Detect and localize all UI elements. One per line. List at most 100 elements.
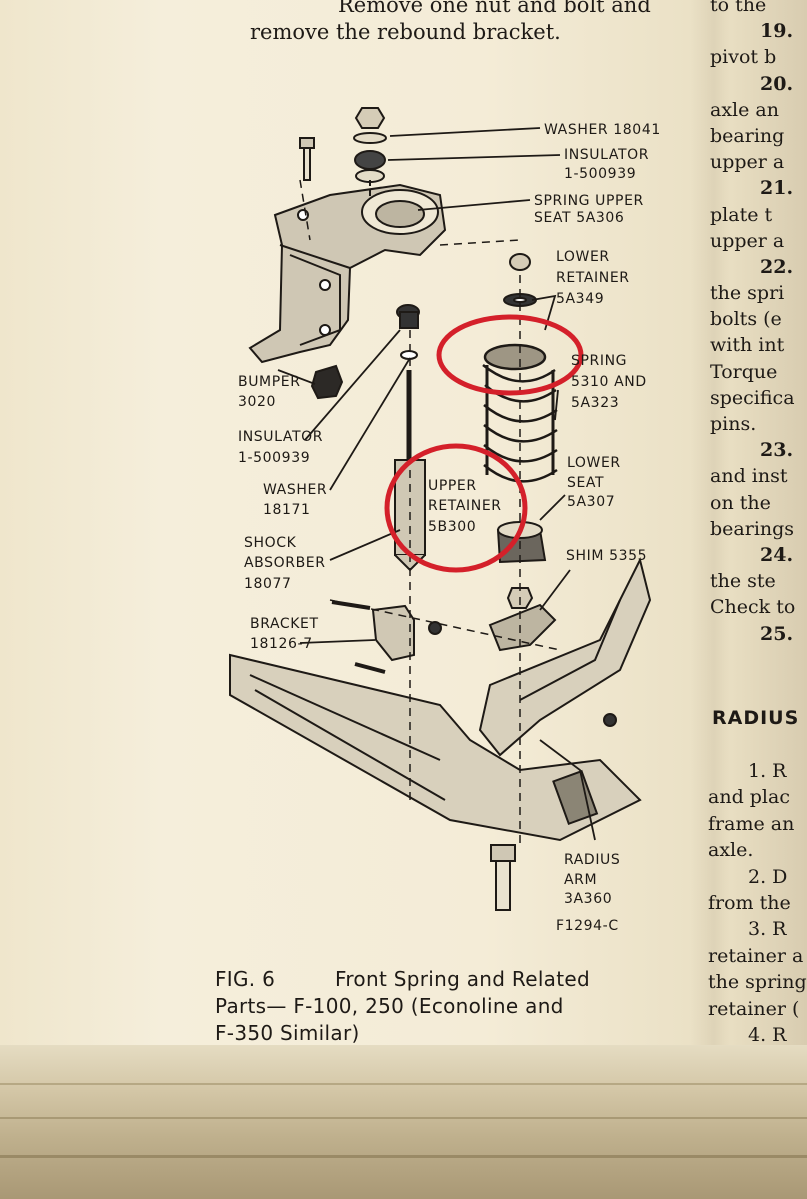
right-column-line-text: bolts (e (710, 308, 782, 331)
right-column-line: 20. (710, 71, 807, 97)
right-column-line-text: bearings (710, 517, 795, 540)
right-column-line: retainer a (708, 944, 804, 967)
right-column-line: 23. (710, 437, 807, 463)
radius-heading: RADIUS (712, 707, 800, 729)
right-column-line: 4. R (748, 1024, 787, 1047)
right-column-line-text: Check to (710, 596, 796, 619)
right-column-line-text: Torque (710, 360, 778, 383)
label-spring-upper-seat-num: SEAT 5A306 (534, 210, 625, 226)
right-column-line: the ste (710, 568, 807, 594)
right-column-line: 22. (710, 254, 807, 280)
right-column-line: axle an (710, 97, 807, 123)
label-lower-seat-num: 5A307 (567, 494, 616, 510)
right-column-line: Torque (710, 359, 807, 385)
caption-line-3: F-350 Similar) (215, 1021, 360, 1045)
right-column-line: bearing (710, 123, 807, 149)
label-insulator-top: INSULATOR (564, 147, 650, 163)
right-column-line: pins. (710, 411, 807, 437)
right-column-line-text: plate t (710, 203, 773, 226)
step-number: 19. (760, 20, 794, 43)
label-radius-arm: RADIUS (564, 852, 621, 868)
right-column-line: 1. R (748, 760, 787, 782)
annotation-circle-top (436, 314, 584, 396)
label-fig-code: F1294-C (556, 918, 619, 934)
page-gutter (690, 0, 730, 1050)
right-column-line-text: upper a (710, 151, 785, 174)
label-lower-retainer: LOWER (556, 249, 610, 265)
top-paragraph-text: Remove one nut and bolt and remove the r… (250, 0, 651, 44)
label-shock-absorber-2: ABSORBER (244, 555, 326, 571)
shim-shape (488, 603, 557, 652)
right-column-line: 3. R (748, 918, 787, 941)
step-number: 23. (760, 439, 794, 462)
right-column-line: and inst (710, 463, 807, 489)
bumper-shape (310, 364, 344, 400)
label-bracket: BRACKET (250, 616, 319, 632)
right-column-line-text: pivot b (710, 46, 777, 69)
right-column-line-text: to the (710, 0, 767, 16)
right-column-line: frame an (708, 812, 795, 835)
right-column-line: 24. (710, 542, 807, 568)
book-page-stack (0, 1045, 807, 1199)
right-column-line: plate t (710, 202, 807, 228)
caption-fig-number: FIG. 6 (215, 967, 276, 991)
right-column-line: bearings (710, 516, 807, 542)
label-washer-18041: WASHER 18041 (544, 122, 661, 138)
right-column-line: upper a (710, 228, 807, 254)
label-insulator-top-num: 1-500939 (564, 166, 637, 182)
step-number: 22. (760, 255, 794, 278)
step-number: 24. (760, 543, 794, 566)
label-spring: SPRING (571, 353, 628, 369)
right-column-line: Check to (710, 594, 807, 620)
right-column-line-text: with int (710, 334, 785, 357)
right-column-line: 21. (710, 175, 807, 201)
right-column-line-text: the spri (710, 282, 785, 305)
label-upper-retainer-num: 5B300 (428, 519, 477, 535)
nut-top (354, 107, 386, 129)
right-column-line-text: bearing (710, 124, 785, 147)
label-shock-absorber: SHOCK (244, 535, 297, 551)
label-radius-arm-num: 3A360 (564, 891, 613, 907)
right-column-line-text: axle an (710, 98, 779, 121)
label-insulator-mid: INSULATOR (238, 429, 324, 445)
annotation-circle-bottom (384, 443, 528, 573)
right-column-line: retainer ( (708, 997, 800, 1020)
right-column-line: the spring (708, 971, 807, 994)
right-column-line-text: specifica (710, 386, 795, 409)
label-spring-upper-seat: SPRING UPPER (534, 193, 644, 209)
caption-line-1: Front Spring and Related (335, 967, 590, 991)
right-column-line-text: the ste (710, 570, 776, 593)
lower-retainer-nut (509, 253, 531, 271)
right-column-line: and plac (708, 786, 790, 809)
right-column-line: on the (710, 490, 807, 516)
right-column-line: bolts (e (710, 306, 807, 332)
label-upper-retainer: UPPER (428, 478, 477, 494)
label-radius-arm-2: ARM (564, 872, 598, 888)
right-column-line: specifica (710, 385, 807, 411)
right-column-line: 19. (710, 18, 807, 44)
right-column-line: with int (710, 332, 807, 358)
right-column-line: from the (708, 892, 791, 915)
label-shock-absorber-num: 18077 (244, 576, 292, 592)
top-paragraph: Remove one nut and bolt and remove the r… (250, 0, 670, 46)
label-washer-18171: WASHER (263, 482, 328, 498)
label-lower-retainer-num: 5A349 (556, 291, 605, 307)
label-bumper-num: 3020 (238, 394, 277, 410)
label-bracket-num: 18126-7 (250, 636, 313, 652)
right-column-line: to the (710, 0, 807, 18)
label-lower-seat: LOWER (567, 455, 621, 471)
bracket-shape (371, 604, 415, 662)
bolt-bottom (495, 859, 511, 911)
label-insulator-mid-num: 1-500939 (238, 450, 311, 466)
right-column-line-text: and inst (710, 465, 788, 488)
label-spring-num: 5A323 (571, 395, 620, 411)
right-column-line: the spri (710, 280, 807, 306)
right-column-line: pivot b (710, 44, 807, 70)
radius-arm-shape (478, 557, 652, 757)
axle-beam (229, 653, 642, 842)
bolt-top-left (303, 144, 311, 181)
label-washer-18171-num: 18171 (263, 502, 311, 518)
